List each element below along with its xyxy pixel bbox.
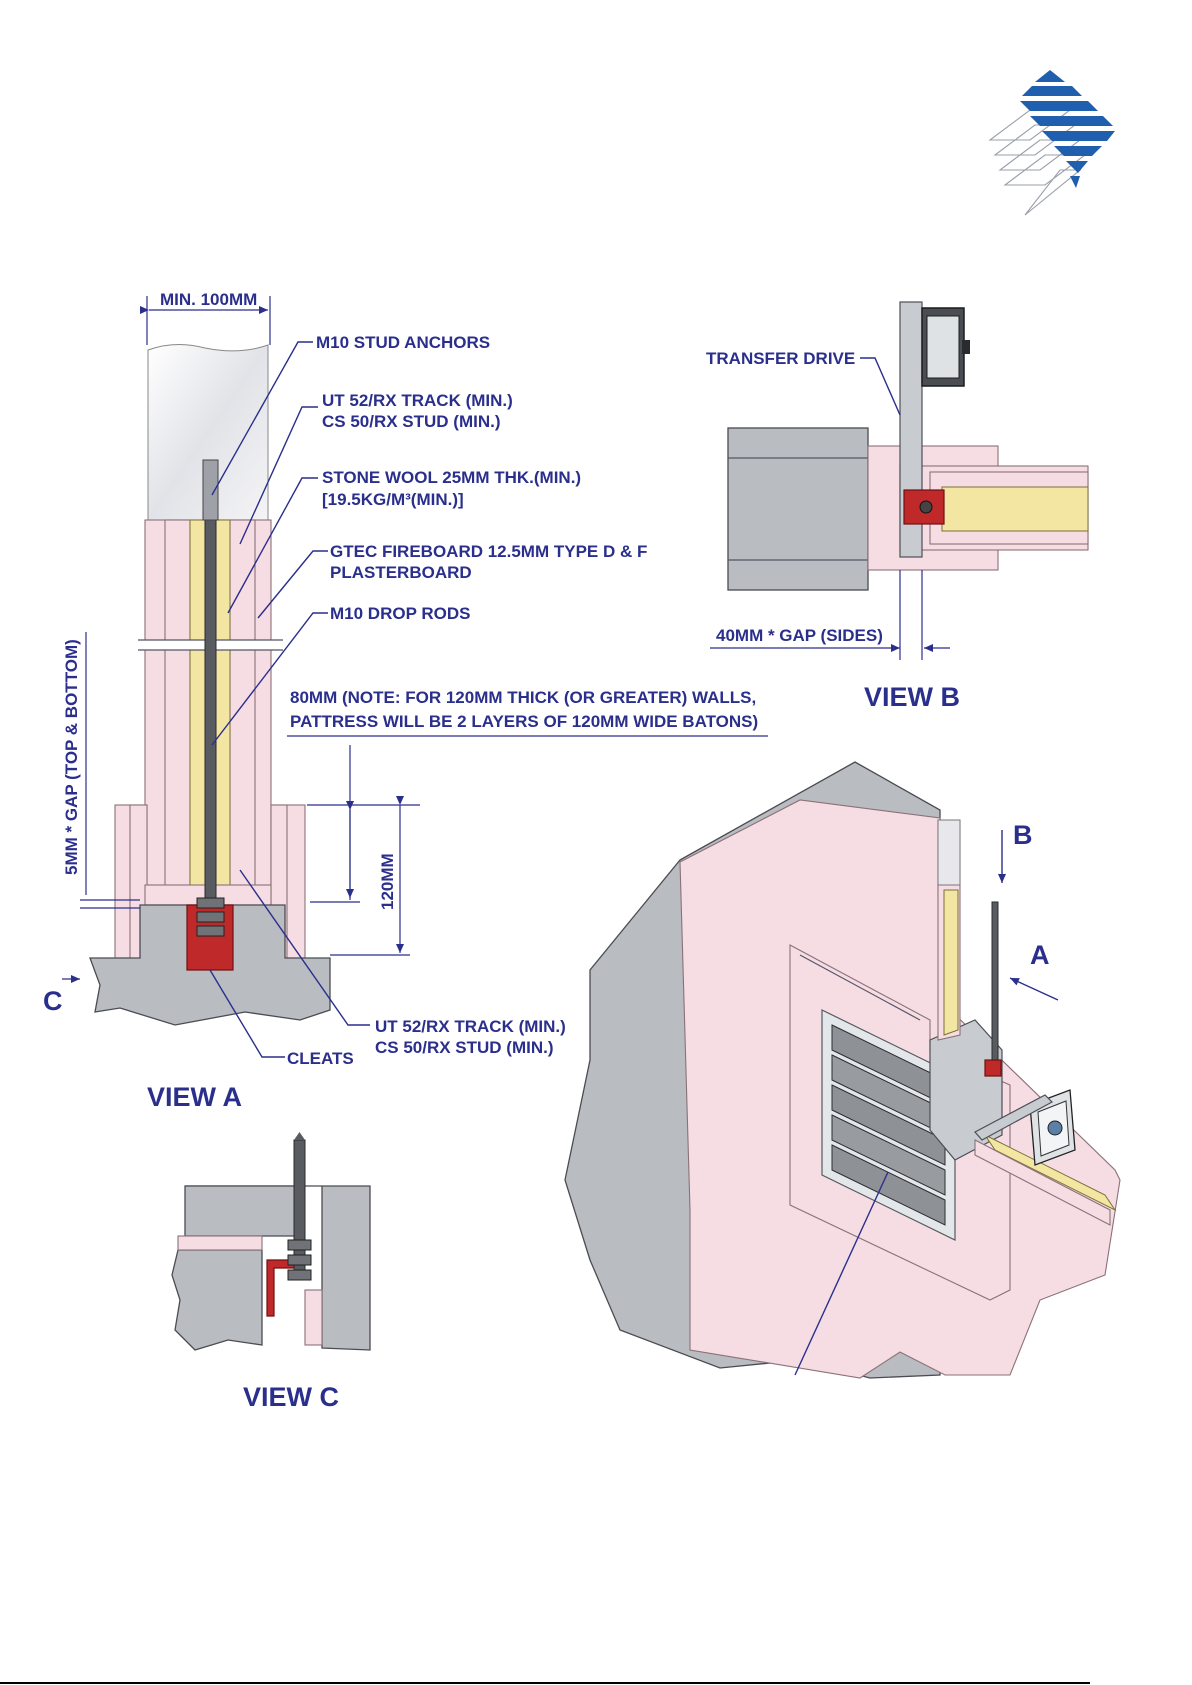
view-c-title: VIEW C	[243, 1382, 339, 1412]
view-b-arrow-label: B	[1013, 820, 1033, 850]
plasterboard-inner-right	[229, 519, 256, 901]
nut-c-1	[287, 1239, 312, 1251]
stone-wool-b	[941, 486, 1089, 532]
min-width-label: MIN. 100MM	[160, 290, 257, 309]
cleats-label: CLEATS	[287, 1049, 354, 1068]
iso-cleat	[984, 1059, 1002, 1077]
track-label-top-line2: CS 50/RX STUD (MIN.)	[322, 412, 501, 431]
rod-nut-3	[196, 925, 225, 937]
stone-wool-label-line1: STONE WOOL 25MM THK.(MIN.)	[322, 468, 581, 487]
iso-drop-rod	[991, 901, 999, 1063]
iso-wall-cap	[937, 819, 961, 886]
track-label-top-line1: UT 52/RX TRACK (MIN.)	[322, 391, 513, 410]
view-a-arrow-label: A	[1030, 940, 1050, 970]
company-logo-icon	[988, 70, 1115, 216]
existing-wall-above	[147, 344, 269, 521]
pattress-note-line2: PATTRESS WILL BE 2 LAYERS OF 120MM WIDE …	[290, 712, 758, 731]
bolt-b	[919, 500, 933, 514]
view-b-title: VIEW B	[864, 682, 960, 712]
view-a-title: VIEW A	[147, 1082, 242, 1112]
nut-c-2	[287, 1254, 312, 1266]
transfer-drive-label: TRANSFER DRIVE	[706, 349, 855, 368]
iso-casing	[929, 1019, 1003, 1161]
iso-right-partition-board	[974, 1139, 1111, 1226]
concrete-wall	[727, 427, 869, 591]
slab-c-lower	[171, 1249, 263, 1351]
gap-top-bottom-label: 5MM * GAP (TOP & BOTTOM)	[62, 639, 81, 875]
iso-damper-blade-3	[831, 1084, 946, 1166]
iso-bracket	[974, 1094, 1053, 1141]
iso-damper-blade-5	[831, 1144, 946, 1226]
stud-anchors-label: M10 STUD ANCHORS	[316, 333, 490, 352]
actuator-face	[926, 315, 960, 379]
plasterboard-inner-left	[164, 519, 191, 901]
slab-c-main	[184, 1185, 301, 1237]
pattress-note-line1: 80MM (NOTE: FOR 120MM THICK (OR GREATER)…	[290, 688, 756, 707]
rod-nut-2	[196, 911, 225, 923]
view-b-section: TRANSFER DRIVE 40MM * GAP (SIDES) VIEW B	[706, 301, 1089, 712]
dim-120mm-label: 120MM	[378, 853, 397, 910]
rod-nut-1	[196, 897, 225, 909]
track-label-bottom-line1: UT 52/RX TRACK (MIN.)	[375, 1017, 566, 1036]
view-a-section: MIN. 100MM M10 STUD ANCHORS UT 52/RX TRA…	[43, 290, 768, 1112]
fireboard-label-line2: PLASTERBOARD	[330, 563, 472, 582]
view-c-section: VIEW C	[171, 1132, 371, 1412]
iso-right-partition	[983, 1133, 1117, 1212]
stud-anchor	[202, 459, 219, 521]
stone-wool-label-line2: [19.5KG/M³(MIN.)]	[322, 490, 464, 509]
board-c-vertical	[304, 1289, 323, 1346]
track-label-bottom-line2: CS 50/RX STUD (MIN.)	[375, 1038, 554, 1057]
board-c-horizontal	[177, 1235, 263, 1251]
fireboard-label-line1: GTEC FIREBOARD 12.5MM TYPE D & F	[330, 542, 647, 561]
iso-damper-blade-4	[831, 1114, 946, 1196]
isometric-view: B A	[564, 761, 1121, 1379]
nut-c-3	[287, 1269, 312, 1281]
section-c-marker: C	[43, 986, 63, 1016]
iso-stud-wool	[943, 889, 959, 1036]
drop-rods-label: M10 DROP RODS	[330, 604, 470, 623]
drop-rod	[204, 459, 217, 911]
gap-sides-label: 40MM * GAP (SIDES)	[716, 626, 883, 645]
